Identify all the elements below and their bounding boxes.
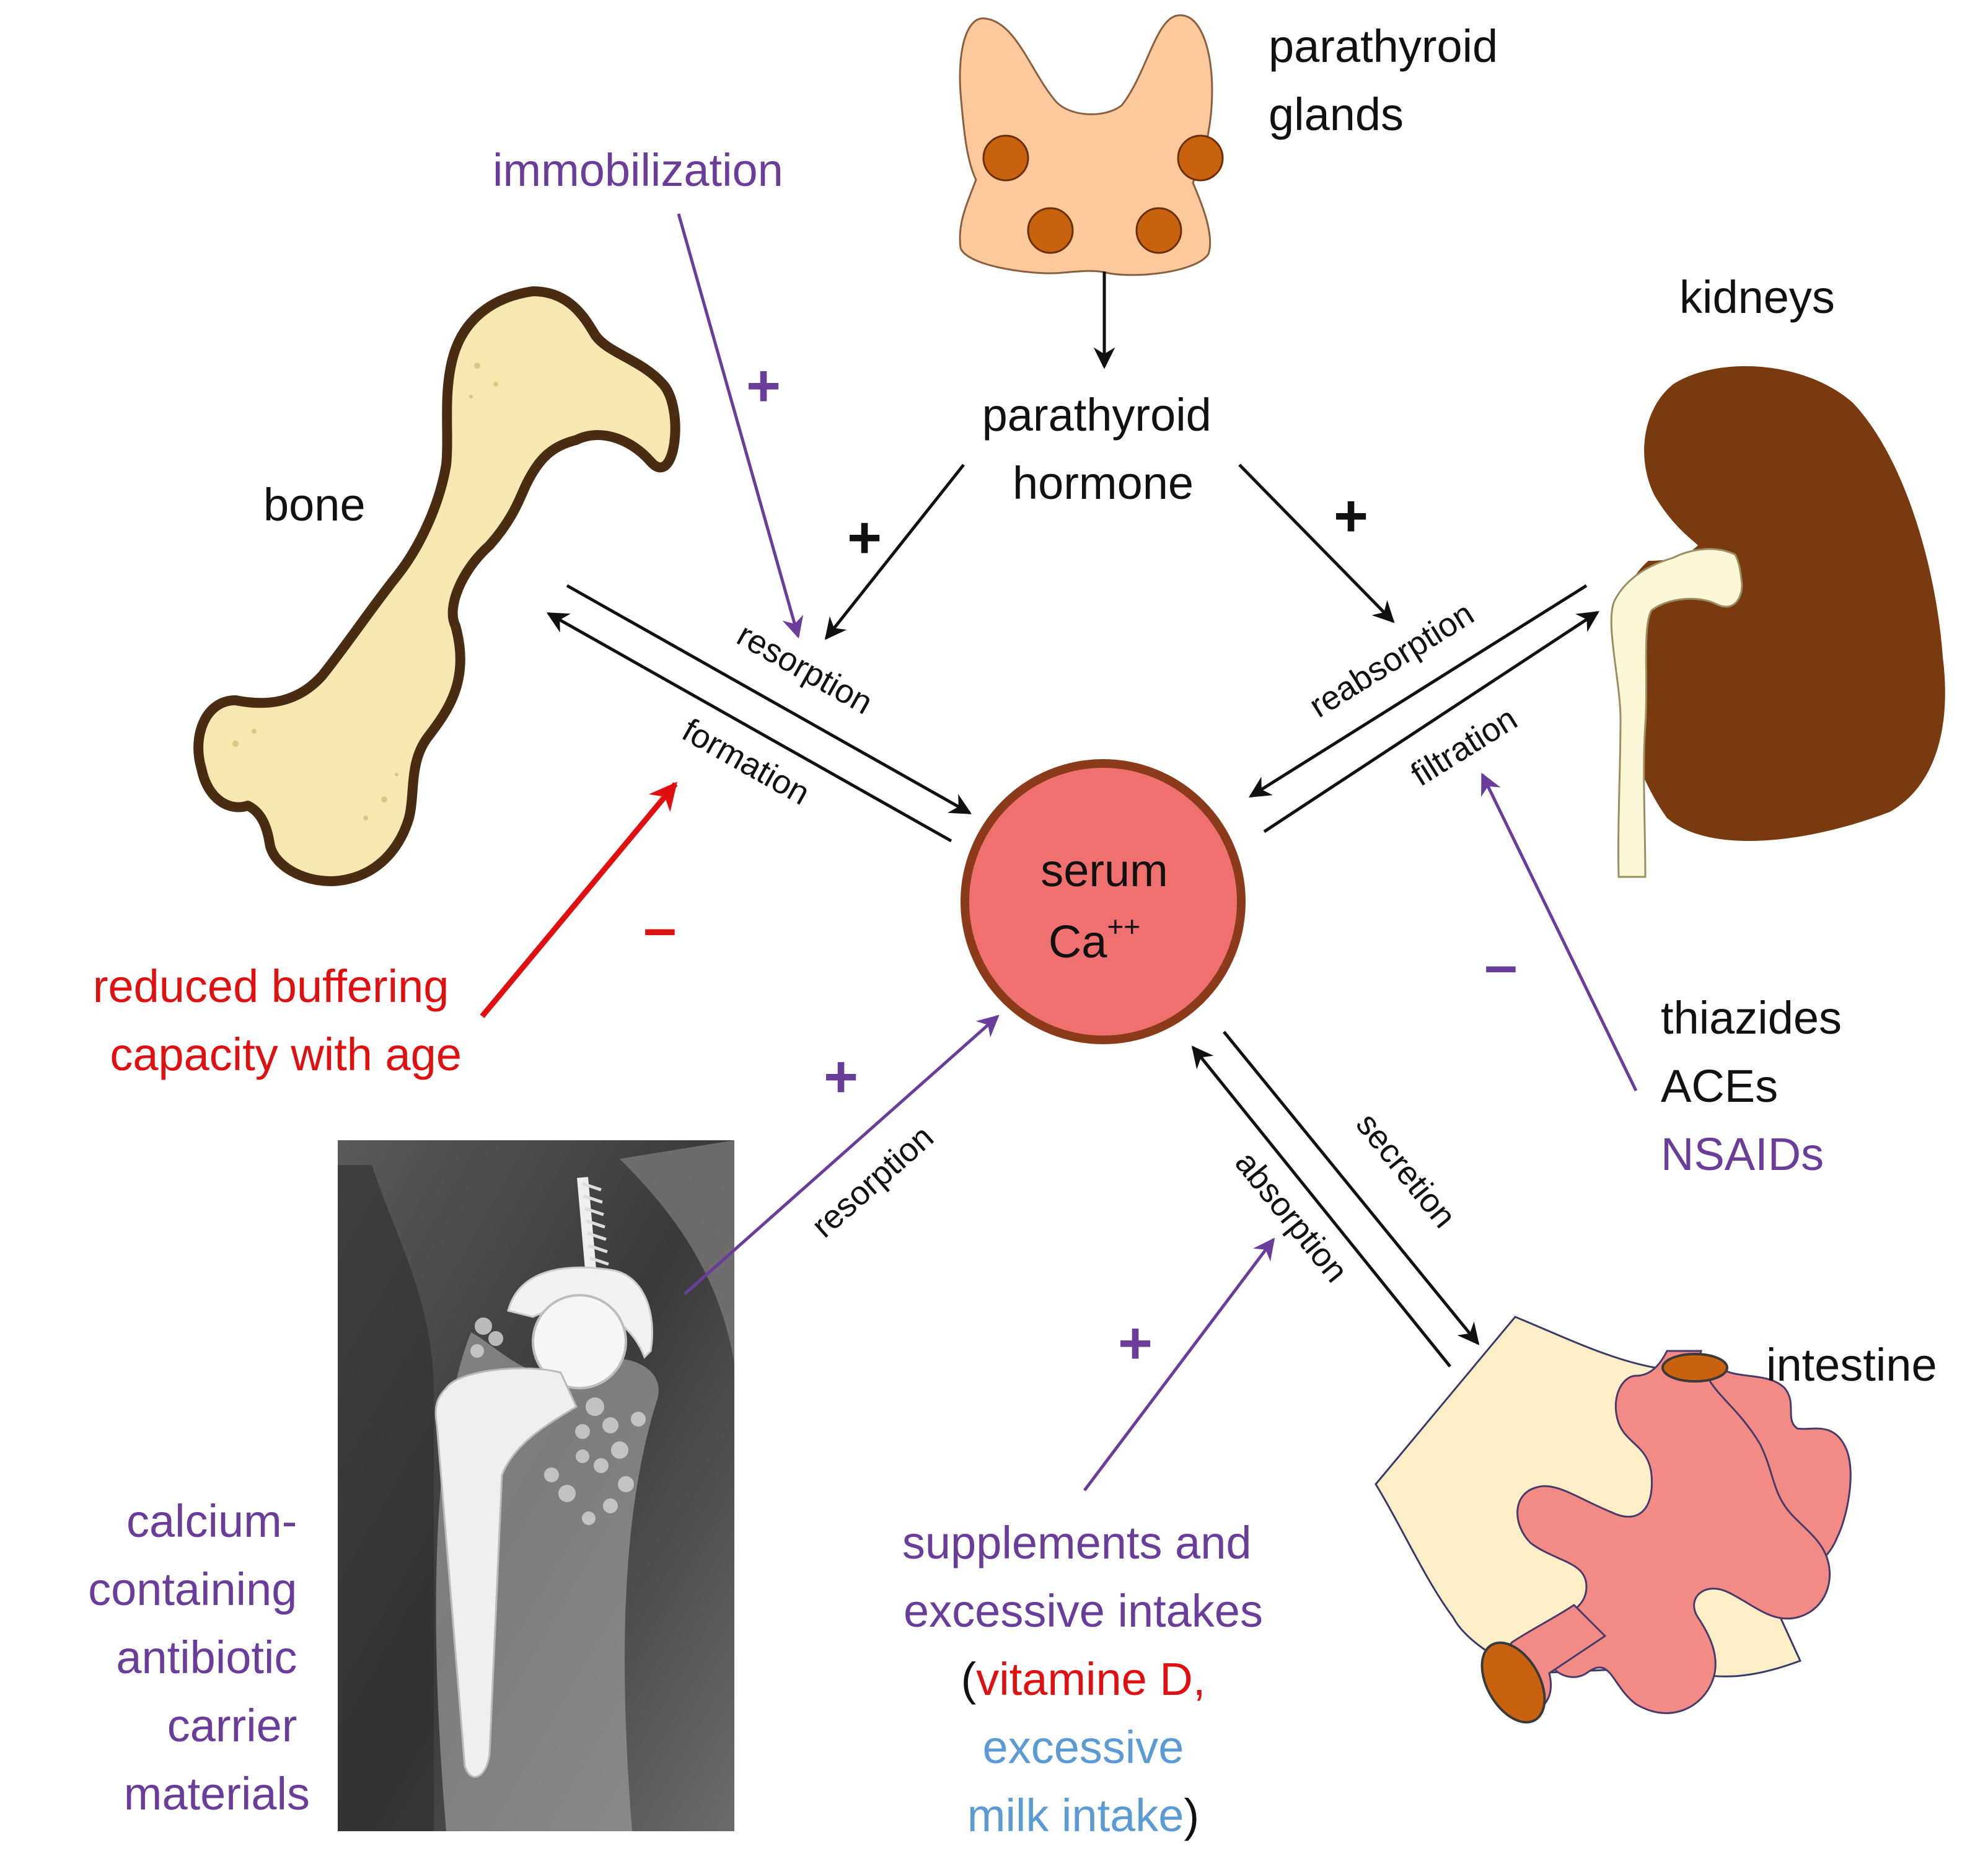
serum-label-line1: serum xyxy=(1040,845,1168,896)
intestine-end xyxy=(1661,1353,1728,1383)
intestine-secretion-label: secretion xyxy=(1349,1106,1464,1235)
age-label: reduced buffering capacity with age xyxy=(93,961,462,1080)
age-line-1: reduced buffering xyxy=(93,961,449,1012)
supplements-plus: + xyxy=(1118,1310,1153,1376)
drug-thiazides: thiazides xyxy=(1661,992,1842,1044)
gland-dot xyxy=(1027,207,1074,254)
drug-aces: ACEs xyxy=(1661,1060,1778,1112)
supplements-milk-line-1: excessive xyxy=(983,1722,1184,1773)
pth-to-bone-resorption-arrow xyxy=(824,464,965,640)
pth-to-kidney-reabsorption-arrow xyxy=(1238,464,1395,623)
immobilization-plus: + xyxy=(746,353,781,419)
intestine-label: intestine xyxy=(1766,1339,1937,1391)
hip-implant-xray xyxy=(338,1140,734,1831)
intestine-absorption-label: absorption xyxy=(1228,1145,1355,1290)
kidney-filtration-label: filtration xyxy=(1404,700,1523,793)
intestine-secretion-arrow xyxy=(1223,1031,1480,1345)
kidney-reabsorption-arrow xyxy=(1249,584,1588,798)
drug-nsaids: NSAIDs xyxy=(1661,1128,1824,1180)
parathyroid-glands-line: glands xyxy=(1269,89,1404,140)
intestine-absorption-arrow xyxy=(1191,1045,1451,1368)
calcium-symbol: Ca xyxy=(1049,916,1107,967)
open-paren: ( xyxy=(961,1653,977,1705)
immobilization-arrow xyxy=(677,213,804,639)
implant-resorption-label: resorption xyxy=(804,1118,940,1244)
age-line-2: capacity with age xyxy=(110,1029,462,1080)
supplements-milk-line-2: milk intake) xyxy=(967,1790,1199,1841)
parathyroid-gland-illustration xyxy=(959,14,1224,276)
calcium-charge: ++ xyxy=(1107,910,1140,943)
gland-dot xyxy=(1135,207,1182,254)
vitamin-d: vitamine D, xyxy=(976,1653,1205,1705)
pth-kidney-plus: + xyxy=(1334,483,1368,549)
supplements-line-1: supplements and xyxy=(902,1517,1252,1568)
kidney-illustration xyxy=(1610,366,1945,878)
close-paren: ) xyxy=(1184,1790,1199,1841)
implant-line: calcium- xyxy=(126,1495,297,1547)
supplements-vitamin-d-line: (vitamine D, xyxy=(961,1653,1206,1705)
serum-calcium-node: serum Ca++ xyxy=(961,759,1246,1044)
serum-label-line2: Ca++ xyxy=(1049,910,1140,967)
drugs-label: thiazides ACEs NSAIDs xyxy=(1661,992,1855,1180)
pth-bone-plus: + xyxy=(847,504,882,571)
gland-dot xyxy=(1177,134,1224,182)
intestine-end xyxy=(1480,1641,1546,1724)
parathyroid-glands-label: parathyroid glands xyxy=(1269,20,1511,140)
bone-formation-arrow xyxy=(546,612,952,843)
bone-resorption-arrow xyxy=(566,584,972,815)
hormone-line-1: parathyroid xyxy=(982,389,1212,441)
age-minus: – xyxy=(643,895,676,961)
supplements-label: supplements and excessive intakes xyxy=(902,1517,1264,1637)
bone-resorption-label: resorption xyxy=(731,616,879,721)
implant-line: carrier xyxy=(167,1700,297,1751)
bone-label: bone xyxy=(263,479,366,530)
supplements-line-2: excessive intakes xyxy=(904,1585,1263,1637)
hormone-line-2: hormone xyxy=(1013,457,1194,509)
implant-line: materials xyxy=(124,1768,310,1819)
kidney-filtration-arrow xyxy=(1263,610,1599,833)
implant-line: antibiotic xyxy=(116,1632,297,1683)
parathyroid-hormone-label: parathyroid hormone xyxy=(982,389,1225,509)
implant-line: containing xyxy=(88,1564,297,1615)
kidneys-label: kidneys xyxy=(1679,271,1835,323)
supplements-arrow xyxy=(1083,1238,1275,1492)
drugs-arrow xyxy=(1480,772,1638,1092)
implant-plus: + xyxy=(824,1044,858,1110)
age-arrow xyxy=(480,781,678,1018)
implant-label: calcium- containing antibiotic carrier m… xyxy=(88,1495,310,1819)
gland-dot xyxy=(982,134,1029,182)
milk-intake: milk intake xyxy=(967,1790,1184,1841)
immobilization-label: immobilization xyxy=(493,144,783,196)
implant-resorption-arrow xyxy=(684,1014,1000,1295)
bone-illustration xyxy=(193,286,680,886)
intestine-illustration xyxy=(1374,1316,1852,1724)
drugs-minus: – xyxy=(1484,932,1517,998)
parathyroid-glands-line: parathyroid xyxy=(1269,20,1498,72)
